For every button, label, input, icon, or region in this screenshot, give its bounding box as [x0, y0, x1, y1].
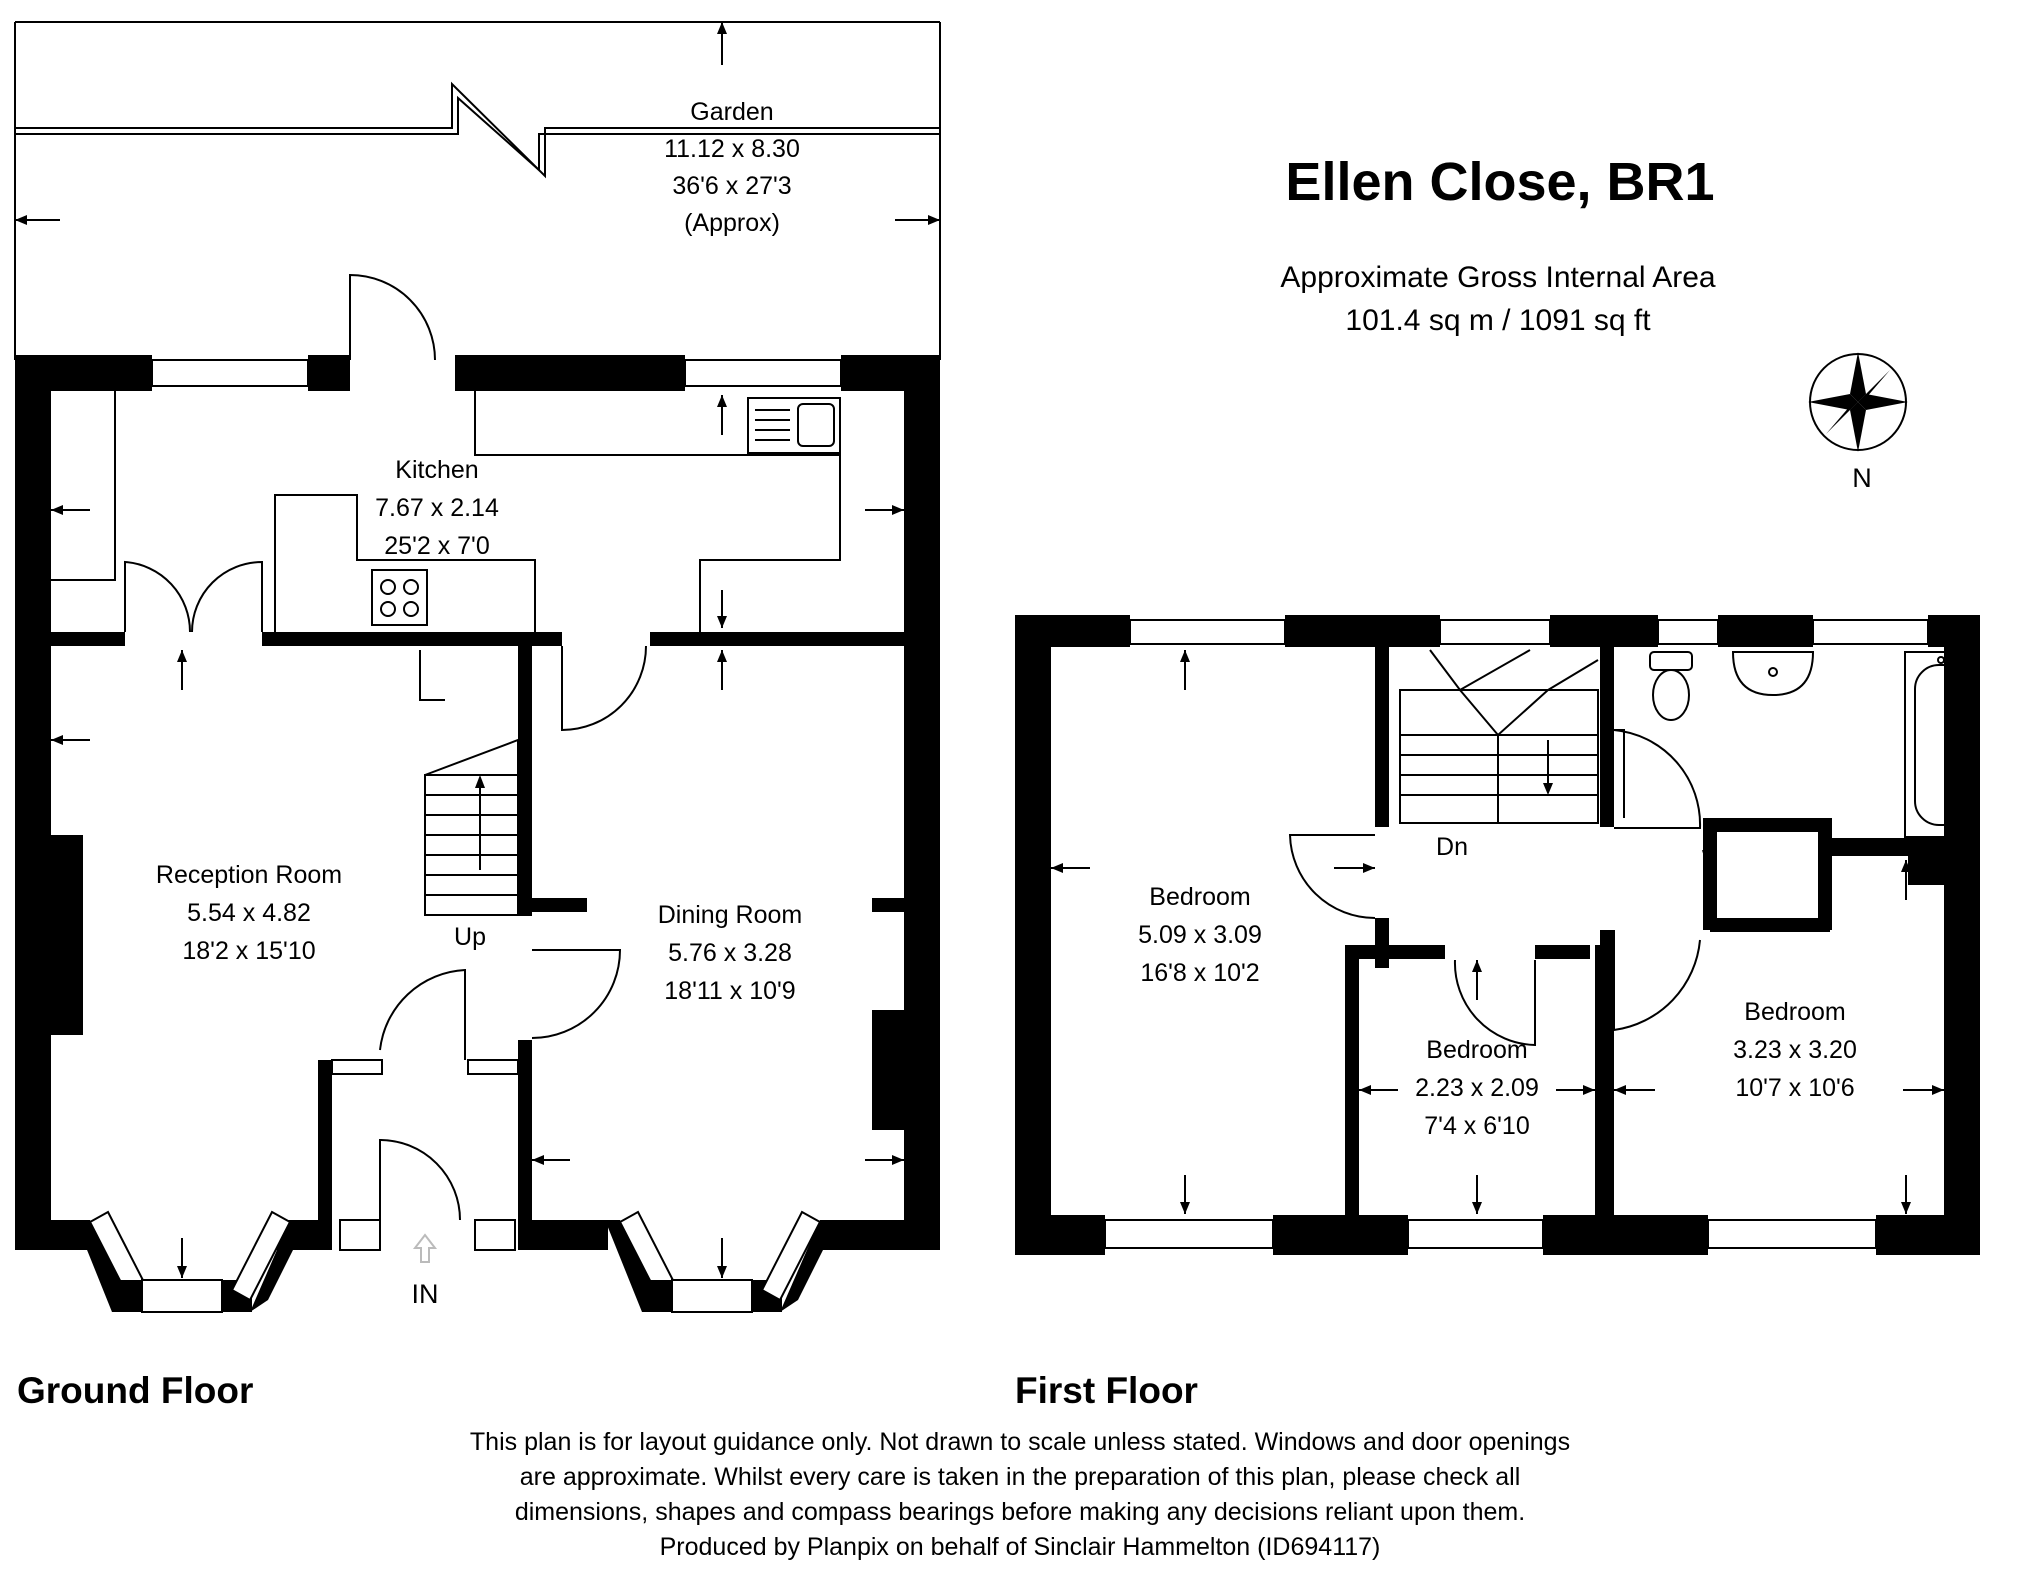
ground-doors	[124, 273, 647, 1221]
dining-bay-window	[605, 1210, 838, 1313]
disclaimer-line-3: dimensions, shapes and compass bearings …	[515, 1498, 1525, 1526]
bedroom1-metric: 5.09 x 3.09	[1138, 921, 1262, 949]
entrance-arrow-icon	[412, 1233, 438, 1263]
dining-imperial: 18'11 x 10'9	[664, 977, 795, 1005]
stairs-up-label: Up	[454, 923, 486, 951]
bath-icon	[1904, 651, 1976, 838]
bedroom2-metric: 2.23 x 2.09	[1415, 1074, 1539, 1102]
sink-icon	[747, 397, 841, 454]
reception-metric: 5.54 x 4.82	[187, 899, 311, 927]
compass-icon	[1808, 352, 1908, 452]
page-title: Ellen Close, BR1	[1285, 152, 1714, 212]
kitchen-name: Kitchen	[395, 456, 478, 484]
ground-floor-walls	[15, 355, 940, 1251]
kitchen-metric: 7.67 x 2.14	[375, 494, 499, 522]
stairs-down-label: Dn	[1436, 833, 1468, 861]
reception-name: Reception Room	[156, 861, 342, 889]
toilet-icon	[1649, 651, 1693, 721]
staircase-down	[1399, 649, 1599, 824]
bedroom2-imperial: 7'4 x 6'10	[1424, 1112, 1529, 1140]
reception-bay-window	[75, 1210, 308, 1313]
dining-metric: 5.76 x 3.28	[668, 939, 792, 967]
disclaimer-line-1: This plan is for layout guidance only. N…	[470, 1428, 1570, 1456]
bedroom1-imperial: 16'8 x 10'2	[1140, 959, 1259, 987]
garden-area	[14, 21, 941, 360]
first-dimension-arrows	[1051, 650, 1944, 1214]
bedroom1-name: Bedroom	[1149, 883, 1250, 911]
kitchen-imperial: 25'2 x 7'0	[384, 532, 489, 560]
bathroom-fittings	[1614, 651, 1976, 838]
staircase-up	[424, 738, 519, 916]
area-line-2: 101.4 sq m / 1091 sq ft	[1345, 304, 1651, 337]
hob-icon	[371, 569, 428, 626]
first-doors	[1288, 729, 1716, 1047]
bedroom3-imperial: 10'7 x 10'6	[1735, 1074, 1854, 1102]
garden-metric: 11.12 x 8.30	[664, 135, 800, 163]
bedroom3-name: Bedroom	[1744, 998, 1845, 1026]
first-floor-label: First Floor	[1015, 1370, 1198, 1411]
entrance-label: IN	[412, 1279, 439, 1309]
disclaimer-line-4: Produced by Planpix on behalf of Sinclai…	[660, 1533, 1381, 1561]
reception-imperial: 18'2 x 15'10	[182, 937, 315, 965]
garden-name: Garden	[690, 98, 773, 126]
dining-name: Dining Room	[658, 901, 803, 929]
garden-imperial: 36'6 x 27'3	[672, 172, 791, 200]
bedroom2-name: Bedroom	[1426, 1036, 1527, 1064]
ground-floor-label: Ground Floor	[17, 1370, 253, 1411]
basin-icon	[1731, 651, 1815, 697]
first-floor-walls	[1015, 615, 1980, 1255]
ground-dimension-arrows	[51, 395, 904, 1278]
disclaimer-line-2: are approximate. Whilst every care is ta…	[520, 1463, 1521, 1491]
garden-note: (Approx)	[684, 209, 780, 237]
area-line-1: Approximate Gross Internal Area	[1280, 261, 1716, 294]
compass-label: N	[1852, 463, 1872, 493]
kitchen-fittings	[51, 391, 841, 632]
bedroom3-metric: 3.23 x 3.20	[1733, 1036, 1857, 1064]
